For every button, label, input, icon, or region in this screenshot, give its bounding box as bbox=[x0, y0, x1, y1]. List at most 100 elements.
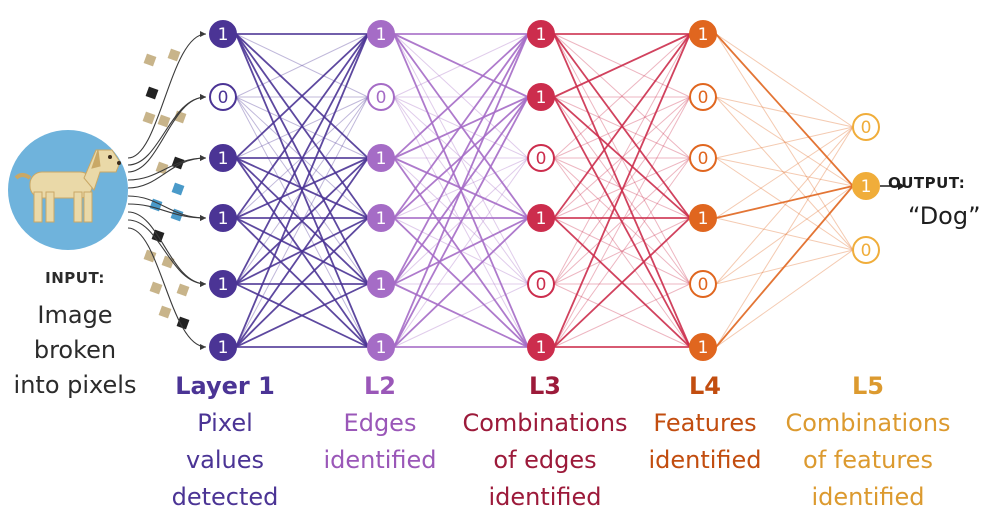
connection-line bbox=[393, 157, 529, 348]
neuron-circle bbox=[367, 20, 395, 48]
input-description-line-2: broken bbox=[33, 336, 117, 364]
connection-line bbox=[393, 96, 529, 348]
input-arrowhead bbox=[200, 215, 206, 221]
connection-line bbox=[715, 33, 854, 187]
connection-line bbox=[393, 33, 529, 348]
layer5-line-3: identified bbox=[811, 483, 925, 511]
connection-line bbox=[715, 96, 854, 128]
neuron-value: 1 bbox=[861, 177, 872, 197]
neuron-circle bbox=[367, 270, 395, 298]
neuron-circle bbox=[209, 204, 237, 232]
neuron-node: 1 bbox=[209, 333, 237, 361]
layer3-line-2: of edges bbox=[493, 446, 597, 474]
neuron-value: 0 bbox=[698, 88, 709, 108]
connection-line bbox=[393, 217, 529, 285]
connection-line bbox=[553, 157, 691, 348]
connection-line bbox=[553, 217, 691, 285]
connection-line bbox=[553, 33, 691, 348]
pixel-square bbox=[176, 316, 190, 330]
connection-line bbox=[553, 96, 691, 348]
pixel-square bbox=[142, 111, 156, 125]
neuron-circle bbox=[527, 204, 555, 232]
input-pixels bbox=[142, 48, 190, 330]
neuron-value: 0 bbox=[536, 275, 547, 295]
neuron-circle bbox=[689, 204, 717, 232]
pixel-square bbox=[143, 53, 157, 67]
output-caption: OUTPUT: “Dog” bbox=[888, 174, 981, 230]
neuron-value: 0 bbox=[861, 241, 872, 261]
neuron-value: 1 bbox=[536, 338, 547, 358]
neuron-circle bbox=[852, 113, 880, 141]
neuron-node: 1 bbox=[527, 333, 555, 361]
neuron-value: 1 bbox=[536, 25, 547, 45]
connection-line bbox=[715, 126, 854, 285]
layer5-line-2: of features bbox=[803, 446, 933, 474]
connection-line bbox=[553, 157, 691, 219]
neuron-circle bbox=[367, 144, 395, 172]
layer1-title: Layer 1 bbox=[175, 372, 275, 400]
layer4-line-1: Features bbox=[653, 409, 757, 437]
neuron-node: 0 bbox=[689, 144, 717, 172]
connection-line bbox=[235, 217, 369, 348]
layer4-title: L4 bbox=[689, 372, 721, 400]
neuron-value: 1 bbox=[218, 275, 229, 295]
input-description-line-3: into pixels bbox=[13, 371, 137, 399]
layer2-line-1: Edges bbox=[343, 409, 417, 437]
neuron-value: 0 bbox=[536, 149, 547, 169]
input-arrow-line bbox=[127, 96, 207, 173]
neuron-node: 1 bbox=[689, 333, 717, 361]
neuron-value: 0 bbox=[698, 275, 709, 295]
neuron-node: 1 bbox=[367, 204, 395, 232]
neuron-value: 1 bbox=[536, 209, 547, 229]
input-arrow-line bbox=[127, 227, 207, 348]
connection-line bbox=[235, 96, 369, 348]
neuron-circle bbox=[367, 204, 395, 232]
pixel-square bbox=[149, 198, 163, 212]
connection-line bbox=[393, 33, 529, 98]
neuron-circle bbox=[689, 144, 717, 172]
connection-line bbox=[715, 126, 854, 219]
neuron-node: 0 bbox=[852, 236, 880, 264]
connection-line bbox=[553, 33, 691, 219]
connection-line bbox=[393, 157, 529, 219]
neuron-value: 1 bbox=[376, 25, 387, 45]
neuron-node: 1 bbox=[209, 144, 237, 172]
connection-line bbox=[553, 96, 691, 219]
neuron-value: 0 bbox=[218, 88, 229, 108]
connection-line bbox=[553, 217, 691, 348]
input-arrowhead bbox=[200, 344, 206, 350]
input-arrow-line bbox=[127, 219, 207, 285]
connection-line bbox=[715, 157, 854, 187]
layer1-caption: Layer 1 Pixel values detected bbox=[150, 368, 300, 516]
connection-line bbox=[553, 283, 691, 348]
connection-line bbox=[715, 185, 854, 219]
neuron-node: 0 bbox=[367, 83, 395, 111]
neuron-value: 1 bbox=[698, 25, 709, 45]
connection-line bbox=[393, 33, 529, 285]
neuron-value: 0 bbox=[861, 118, 872, 138]
connection-line bbox=[393, 157, 529, 219]
layer3-title: L3 bbox=[529, 372, 561, 400]
connection-line bbox=[553, 157, 691, 285]
layer5-line-1: Combinations bbox=[785, 409, 951, 437]
pixel-square bbox=[176, 283, 190, 297]
pixel-square bbox=[161, 255, 175, 269]
neuron-circle bbox=[209, 83, 237, 111]
neuron-value: 1 bbox=[698, 338, 709, 358]
neuron-circle bbox=[527, 144, 555, 172]
input-arrowhead bbox=[200, 281, 206, 287]
connection-line bbox=[715, 185, 854, 285]
output-label: OUTPUT: bbox=[888, 174, 966, 192]
connection-line bbox=[235, 157, 369, 348]
neuron-circle bbox=[689, 270, 717, 298]
connection-line bbox=[553, 157, 691, 348]
neuron-value: 1 bbox=[376, 209, 387, 229]
connection-line bbox=[393, 33, 529, 219]
connection-line bbox=[715, 33, 854, 128]
pixel-square bbox=[158, 305, 172, 319]
neuron-node: 0 bbox=[209, 83, 237, 111]
neuron-circle bbox=[367, 83, 395, 111]
connection-line bbox=[553, 157, 691, 285]
